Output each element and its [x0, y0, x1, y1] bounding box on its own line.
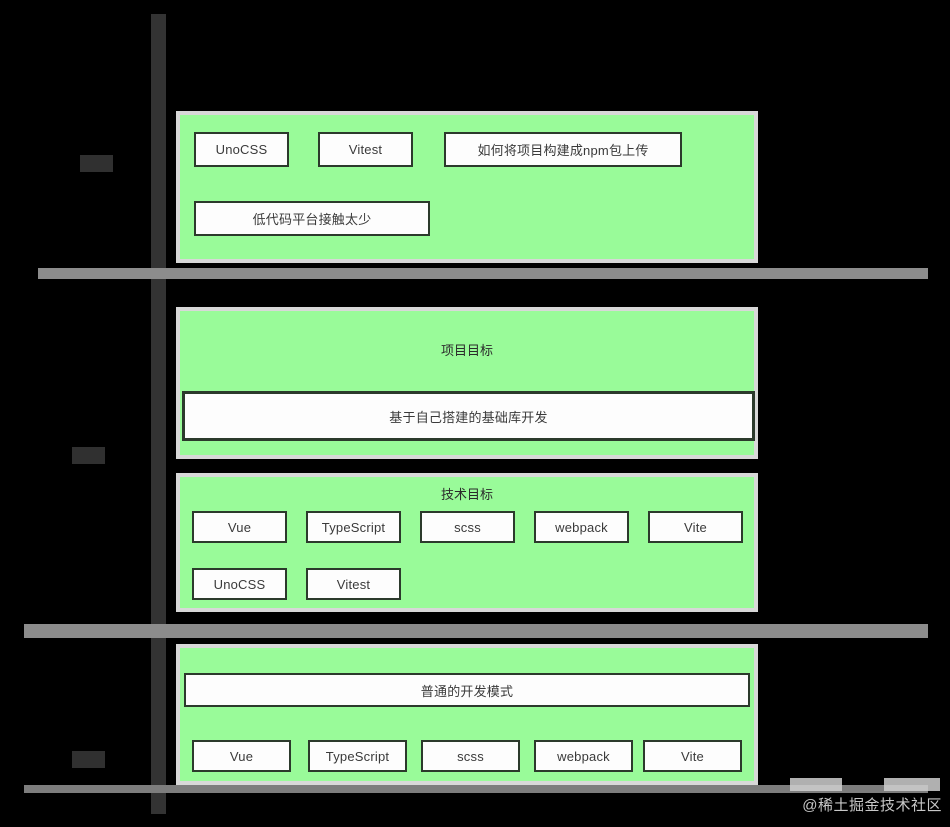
node-webpack-normal[interactable]: webpack — [534, 740, 633, 772]
divider-2 — [24, 624, 928, 638]
node-vitest-tech[interactable]: Vitest — [306, 568, 401, 600]
node-vite-normal[interactable]: Vite — [643, 740, 742, 772]
node-scss-tech[interactable]: scss — [420, 511, 515, 543]
row-marker-3[interactable] — [72, 751, 105, 768]
node-typescript-normal[interactable]: TypeScript — [308, 740, 407, 772]
panel-project-goal-title: 项目目标 — [440, 343, 493, 358]
node-vite-tech[interactable]: Vite — [648, 511, 743, 543]
divider-1 — [38, 268, 928, 279]
panel-tech-goal-title: 技术目标 — [440, 487, 493, 502]
watermark-chip-right — [884, 778, 940, 791]
node-scss-normal[interactable]: scss — [421, 740, 520, 772]
node-npm-publish[interactable]: 如何将项目构建成npm包上传 — [444, 132, 682, 167]
node-webpack-tech[interactable]: webpack — [534, 511, 629, 543]
node-base-library[interactable]: 基于自己搭建的基础库开发 — [182, 391, 755, 441]
node-normal-dev-mode[interactable]: 普通的开发模式 — [184, 673, 750, 707]
row-marker-2[interactable] — [72, 447, 105, 464]
node-unocss-tech[interactable]: UnoCSS — [192, 568, 287, 600]
vertical-rail — [151, 14, 166, 814]
node-typescript-tech[interactable]: TypeScript — [306, 511, 401, 543]
watermark-text: @稀土掘金技术社区 — [802, 797, 942, 814]
divider-3 — [24, 785, 928, 793]
node-vitest[interactable]: Vitest — [318, 132, 413, 167]
node-lowcode[interactable]: 低代码平台接触太少 — [194, 201, 430, 236]
node-unocss[interactable]: UnoCSS — [194, 132, 289, 167]
node-vue-tech[interactable]: Vue — [192, 511, 287, 543]
node-vue-normal[interactable]: Vue — [192, 740, 291, 772]
watermark-chip-left — [790, 778, 842, 791]
row-marker-1[interactable] — [80, 155, 113, 172]
